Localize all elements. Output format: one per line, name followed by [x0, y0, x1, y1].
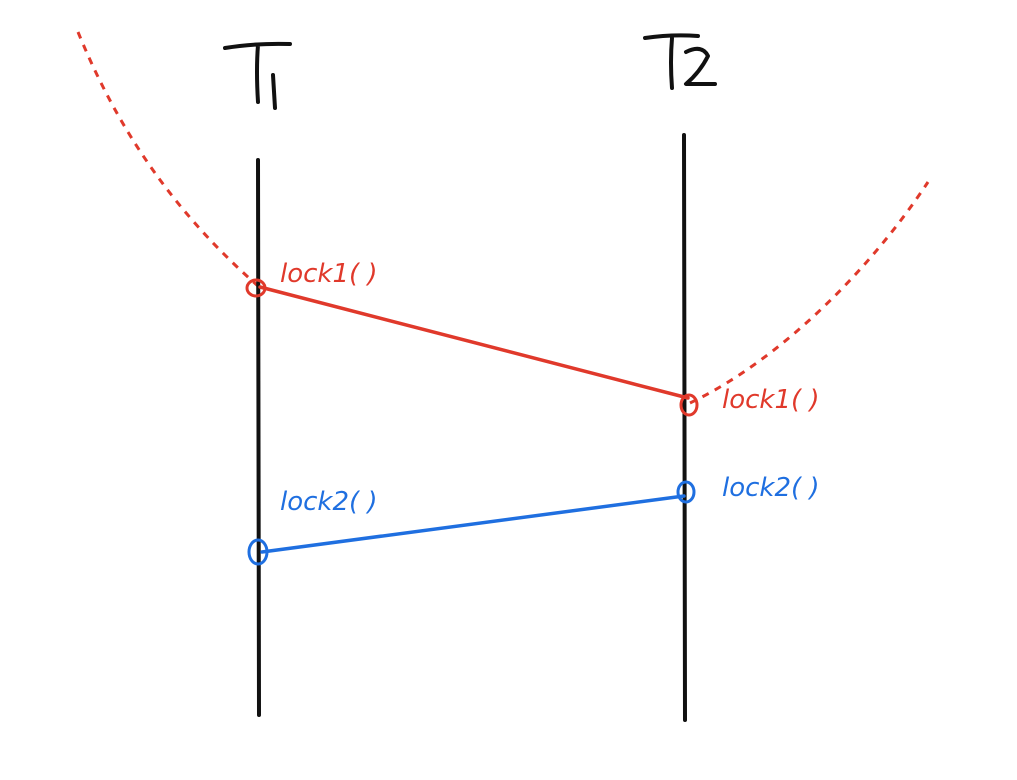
blue-label-t1: lock2( )	[280, 487, 378, 517]
blue-node-t2	[676, 480, 696, 504]
red-node-t1	[245, 278, 267, 298]
t2-glyph	[643, 33, 717, 90]
blue-node-t1	[247, 538, 269, 566]
thread-line-t2	[682, 133, 687, 722]
t1-glyph	[223, 41, 292, 110]
thread-label-t1: T1	[223, 41, 292, 110]
red-dashed-curve-right	[689, 181, 930, 405]
blue-label-t2: lock2( )	[722, 473, 820, 503]
red-label-t1: lock1( )	[280, 259, 378, 289]
red-edge	[258, 285, 690, 400]
blue-edge	[260, 494, 686, 554]
red-node-t2	[679, 393, 699, 417]
red-dashed-curve-left	[76, 31, 259, 288]
red-label-t2: lock1( )	[722, 385, 820, 415]
thread-label-t2: T2	[643, 33, 717, 90]
thread-line-t1	[256, 158, 261, 717]
